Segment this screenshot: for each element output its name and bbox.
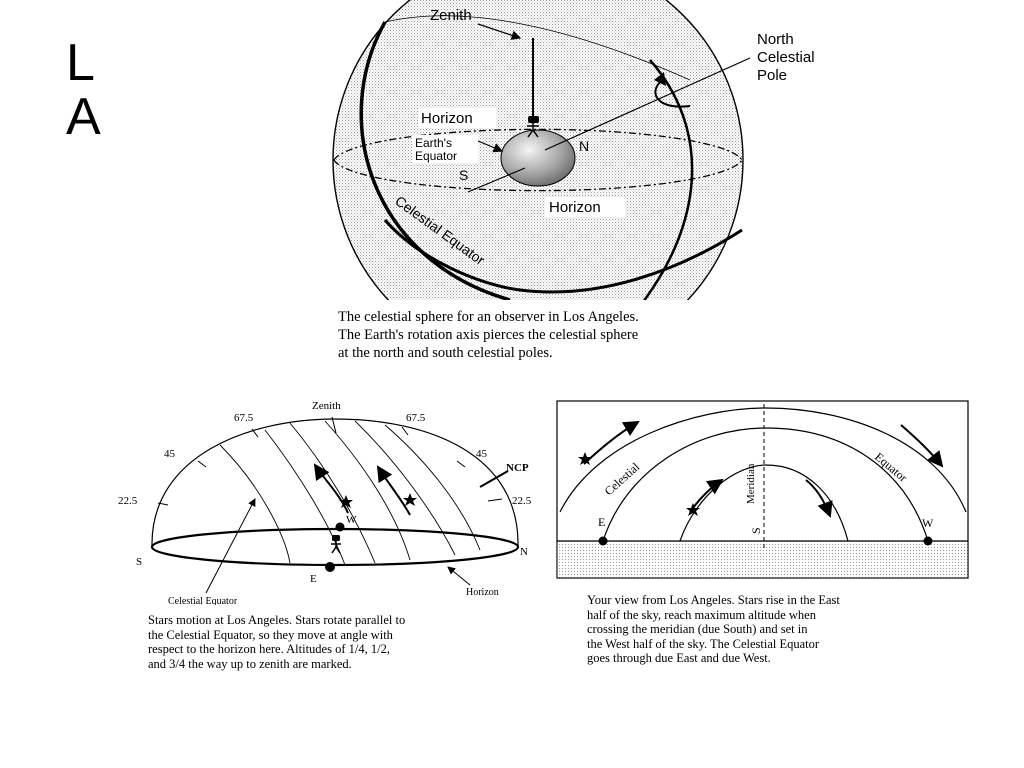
slide-title-line-2: A xyxy=(66,88,101,146)
east-point-marker xyxy=(325,562,335,572)
star-track xyxy=(324,420,411,561)
w-label: W xyxy=(346,514,357,526)
star-motion-dome-diagram: Zenith 67.5 67.5 45 45 22.5 22.5 NCP W S… xyxy=(118,400,532,605)
star-icon xyxy=(686,503,700,516)
top-caption-line: The Earth's rotation axis pierces the ce… xyxy=(338,327,639,343)
alt-45-left-label: 45 xyxy=(164,448,176,460)
celestial-equator-label: Celestial Equator xyxy=(168,596,238,605)
zenith-pointer-arrow xyxy=(477,23,522,40)
ncp-label: NCP xyxy=(506,462,529,474)
alt-22-5-left-label: 22.5 xyxy=(118,495,138,507)
n-label: N xyxy=(579,138,589,154)
right-caption-line: goes through due East and due West. xyxy=(587,651,771,665)
observer-icon xyxy=(331,535,341,554)
star-icon xyxy=(339,495,353,508)
top-caption-line: at the north and south celestial poles. xyxy=(338,345,553,361)
horizon-pointer xyxy=(447,566,471,586)
meridian-circle xyxy=(359,21,511,300)
ncp-rotation-arrow-icon xyxy=(654,81,691,108)
great-circle-back xyxy=(384,15,691,81)
left-caption-line: and 3/4 the way up to zenith are marked. xyxy=(148,656,352,671)
star-motion-arrow xyxy=(376,465,411,516)
horizon-ellipse xyxy=(150,527,520,567)
ncp-label-line-2: Celestial xyxy=(757,49,815,66)
west-point-marker xyxy=(923,536,933,546)
equator-pointer-arrow xyxy=(477,140,504,153)
celestial-equator-line xyxy=(383,219,743,294)
right-caption-line: crossing the meridian (due South) and se… xyxy=(587,622,808,636)
west-point-marker xyxy=(335,522,345,532)
w-label: W xyxy=(922,516,934,530)
horizon-label-lower: Horizon xyxy=(549,199,601,216)
horizon-label: Horizon xyxy=(466,587,499,598)
star-track xyxy=(219,444,291,564)
celestial-sphere-diagram: Zenith North Celestial Pole Horizon Eart… xyxy=(332,0,815,300)
star-track xyxy=(354,420,456,556)
setting-arrow-inner xyxy=(805,479,833,518)
rising-arrow xyxy=(583,420,640,465)
rotation-axis-south xyxy=(467,167,526,193)
zenith-pointer xyxy=(331,416,337,434)
left-caption-line: Stars motion at Los Angeles. Stars rotat… xyxy=(148,613,406,627)
celestial-equator-pointer xyxy=(205,498,256,594)
right-caption: Your view from Los Angeles. Stars rise i… xyxy=(587,593,840,666)
top-zenith-label: Zenith xyxy=(430,7,472,24)
view-from-la-diagram: Celestial Equator Meridian E W S xyxy=(556,400,969,579)
earth-equator-label-line-1: Earth's xyxy=(415,136,452,150)
s-label: S xyxy=(749,527,763,534)
e-label: E xyxy=(598,515,605,529)
e-label: E xyxy=(310,573,317,585)
star-motion-arrow xyxy=(313,463,349,514)
star-track xyxy=(289,422,376,564)
ncp-pointer xyxy=(479,470,509,488)
slide-title: L A xyxy=(66,36,126,144)
horizon-plane-front xyxy=(333,159,743,192)
ground-area xyxy=(556,540,969,579)
star-track xyxy=(384,424,481,551)
alt-22-5-right-label: 22.5 xyxy=(512,495,532,507)
right-caption-line: half of the sky, reach maximum altitude … xyxy=(587,607,816,622)
right-caption-line: Your view from Los Angeles. Stars rise i… xyxy=(587,593,840,607)
left-caption-line: the Celestial Equator, so they move at a… xyxy=(148,627,393,642)
sky-dome xyxy=(151,418,519,548)
left-caption: Stars motion at Los Angeles. Stars rotat… xyxy=(148,613,405,671)
setting-arrow xyxy=(900,424,944,468)
ncp-arrowhead-icon xyxy=(654,72,666,86)
celestial-equator-arc xyxy=(602,427,929,542)
rotation-axis xyxy=(544,57,751,151)
earth-globe xyxy=(500,129,576,187)
alt-67-5-right-label: 67.5 xyxy=(406,412,426,424)
top-caption: The celestial sphere for an observer in … xyxy=(338,308,639,362)
top-caption-line: The celestial sphere for an observer in … xyxy=(338,309,639,325)
s-label: S xyxy=(136,556,142,568)
horizon-label-upper: Horizon xyxy=(421,110,473,127)
ncp-label-line-3: Pole xyxy=(757,67,787,84)
s-label: S xyxy=(459,167,468,183)
east-point-marker xyxy=(598,536,608,546)
star-path-outer xyxy=(559,407,967,513)
n-label: N xyxy=(520,546,528,558)
right-caption-line: the West half of the sky. The Celestial … xyxy=(587,636,820,651)
left-zenith-label: Zenith xyxy=(312,400,341,412)
meridian-label: Meridian xyxy=(745,463,757,504)
slide-title-line-1: L xyxy=(66,34,95,92)
alt-45-right-label: 45 xyxy=(476,448,488,460)
left-caption-line: respect to the horizon here. Altitudes o… xyxy=(148,642,390,656)
ncp-label-line-1: North xyxy=(757,31,794,48)
star-icon xyxy=(403,493,417,506)
alt-67-5-left-label: 67.5 xyxy=(234,412,254,424)
observer-icon xyxy=(527,116,539,138)
earth-equator-label-line-2: Equator xyxy=(415,149,457,163)
star-icon xyxy=(578,452,592,465)
